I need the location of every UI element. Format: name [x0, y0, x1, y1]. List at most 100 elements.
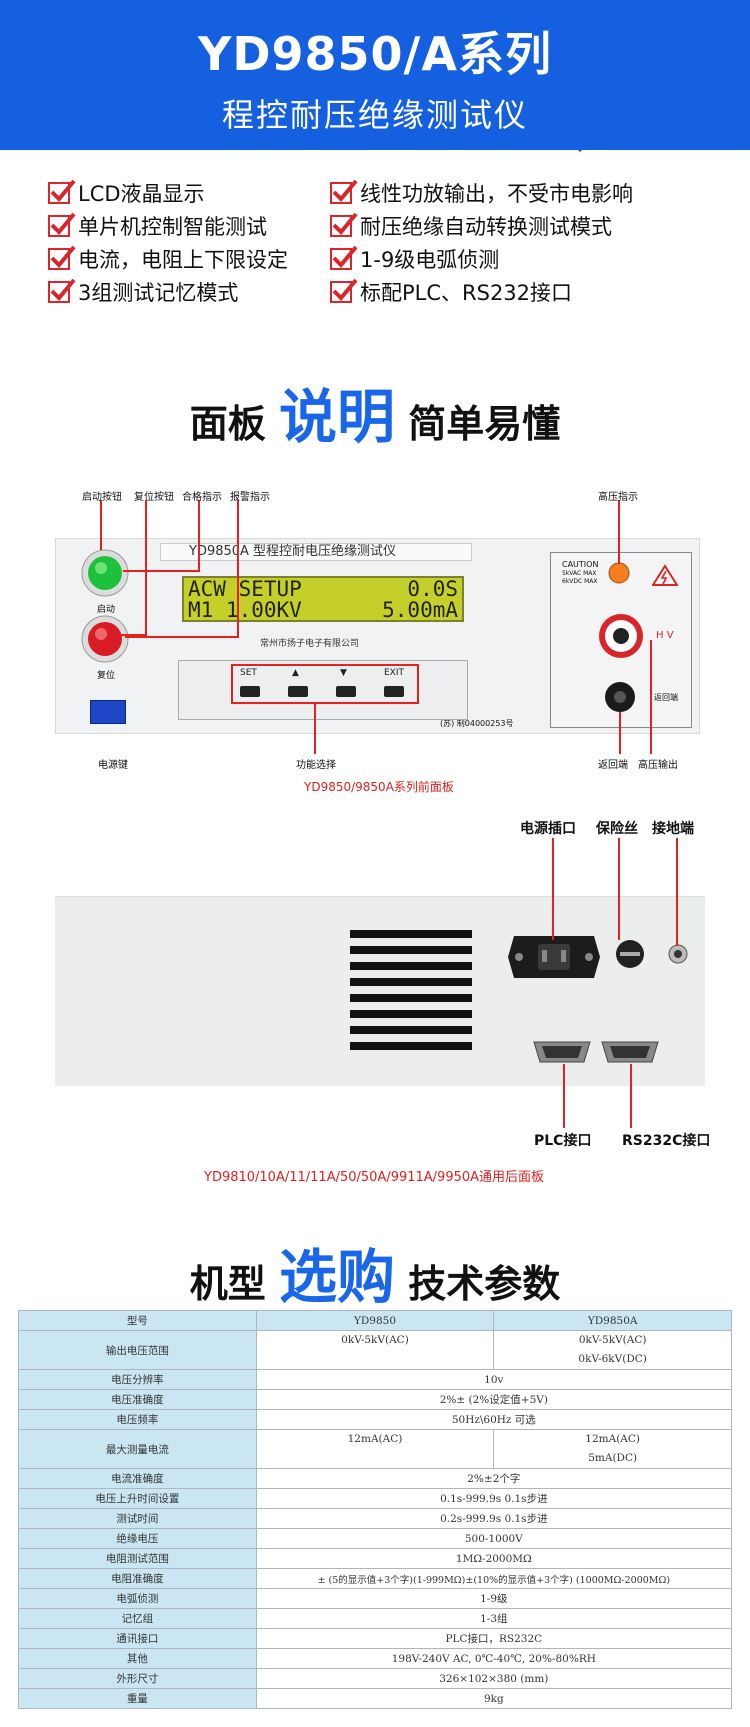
fuse-callout: 保险丝 [596, 821, 638, 837]
high-voltage-warning-icon [652, 564, 678, 586]
vent-slot [350, 1042, 472, 1050]
keypad-highlight [231, 664, 419, 704]
cert-label: (苏) 制04000253号 [440, 719, 514, 728]
start-small-label: 启动 [97, 605, 116, 615]
function-keypad [178, 660, 468, 720]
ground-terminal[interactable] [668, 944, 688, 964]
check-icon [330, 179, 358, 204]
caution-label: CAUTION [562, 560, 599, 569]
fuse-holder[interactable] [614, 938, 646, 970]
feature-item: 电流，电阻上下限设定 [48, 244, 288, 274]
table-row: 电阻准确度± (5的显示值+3个字)(1-999MΩ)±(10%的显示值+3个字… [18, 1568, 733, 1589]
return-end-callout: 返回端 [598, 760, 628, 771]
callout-line [650, 640, 652, 754]
callout-line [314, 704, 316, 754]
front-panel-caption: YD9850/9850A系列前面板 [304, 780, 454, 794]
caution-ac-label: 5kVAC MAX [562, 570, 597, 577]
header-banner [0, 0, 750, 150]
caution-dc-label: 6kVDC MAX [562, 578, 598, 585]
table-header-row: 型号 YD9850 YD9850A [18, 1310, 732, 1331]
product-series-title: YD9850/A系列 [198, 27, 552, 81]
banner-notch [560, 134, 600, 152]
feature-item: 标配PLC、RS232接口 [330, 277, 572, 307]
callout-line [123, 570, 200, 572]
feature-item: 单片机控制智能测试 [48, 211, 267, 241]
spec-table: 型号 YD9850 YD9850A 输出电压范围 0kV-5kV(AC) 0kV… [18, 1310, 733, 1709]
check-icon [48, 278, 76, 303]
hv-indicator-lamp [608, 562, 630, 584]
power-socket-callout: 电源插口 [520, 821, 576, 837]
up-key[interactable] [288, 686, 308, 697]
callout-line [552, 838, 554, 940]
vent-slot [350, 962, 472, 970]
feature-item: 线性功放输出，不受市电影响 [330, 178, 633, 208]
reset-small-label: 复位 [97, 671, 116, 681]
power-key[interactable] [90, 700, 126, 724]
check-icon [330, 212, 358, 237]
up-key-label: ▲ [292, 668, 299, 678]
feature-item: 3组测试记忆模式 [48, 277, 238, 307]
callout-line [619, 712, 621, 754]
exit-key-label: EXIT [384, 668, 405, 678]
check-icon [48, 245, 76, 270]
check-icon [48, 212, 76, 237]
feature-item: LCD液晶显示 [48, 178, 205, 208]
plc-port[interactable] [530, 1040, 594, 1064]
hv-output-callout: 高压输出 [638, 760, 678, 771]
reset-button-callout: 复位按钮 [134, 492, 174, 503]
hv-output-terminal[interactable] [597, 612, 645, 660]
callout-line [618, 500, 620, 564]
rs232-callout: RS232C接口 [622, 1133, 711, 1149]
down-key[interactable] [336, 686, 356, 697]
callout-line [563, 1064, 565, 1128]
ground-callout: 接地端 [652, 821, 694, 837]
spec-section-heading: 机型 选购 技术参数 [189, 1243, 561, 1311]
return-terminal[interactable] [603, 680, 637, 714]
callout-line [125, 636, 239, 638]
vent-slot [350, 946, 472, 954]
rs232-port[interactable] [598, 1040, 662, 1064]
vent-slot [350, 978, 472, 986]
callout-line [120, 634, 147, 636]
function-select-callout: 功能选择 [296, 760, 336, 771]
set-key[interactable] [240, 686, 260, 697]
hv-label: H V [656, 630, 674, 641]
callout-line [145, 500, 147, 636]
rear-panel-caption: YD9810/10A/11/11A/50/50A/9911A/9950A通用后面… [204, 1170, 545, 1185]
callout-line [100, 500, 102, 550]
vent-slot [350, 994, 472, 1002]
exit-key[interactable] [384, 686, 404, 697]
pass-indicator-callout: 合格指示 [182, 492, 222, 503]
callout-line [237, 500, 239, 638]
feature-item: 1-9级电弧侦测 [330, 244, 499, 274]
vent-slot [350, 930, 472, 938]
power-socket[interactable] [508, 936, 600, 978]
check-icon [330, 278, 358, 303]
callout-line [618, 838, 620, 940]
vent-slot [350, 1010, 472, 1018]
reset-button[interactable] [80, 614, 130, 664]
callout-line [630, 1064, 632, 1128]
return-small-label: 返回端 [654, 693, 678, 702]
table-row: 输出电压范围 0kV-5kV(AC) 0kV-5kV(AC)0kV-6kV(DC… [18, 1330, 732, 1370]
callout-line [676, 838, 678, 946]
set-key-label: SET [240, 668, 257, 678]
start-button[interactable] [80, 548, 130, 598]
start-button-callout: 启动按钮 [82, 492, 122, 503]
plc-callout: PLC接口 [534, 1133, 592, 1149]
panel-section-heading: 面板 说明 简单易懂 [189, 383, 561, 451]
feature-item: 耐压绝缘自动转换测试模式 [330, 211, 612, 241]
table-row: 最大测量电流 12mA(AC) 12mA(AC)5mA(DC) [18, 1429, 732, 1469]
